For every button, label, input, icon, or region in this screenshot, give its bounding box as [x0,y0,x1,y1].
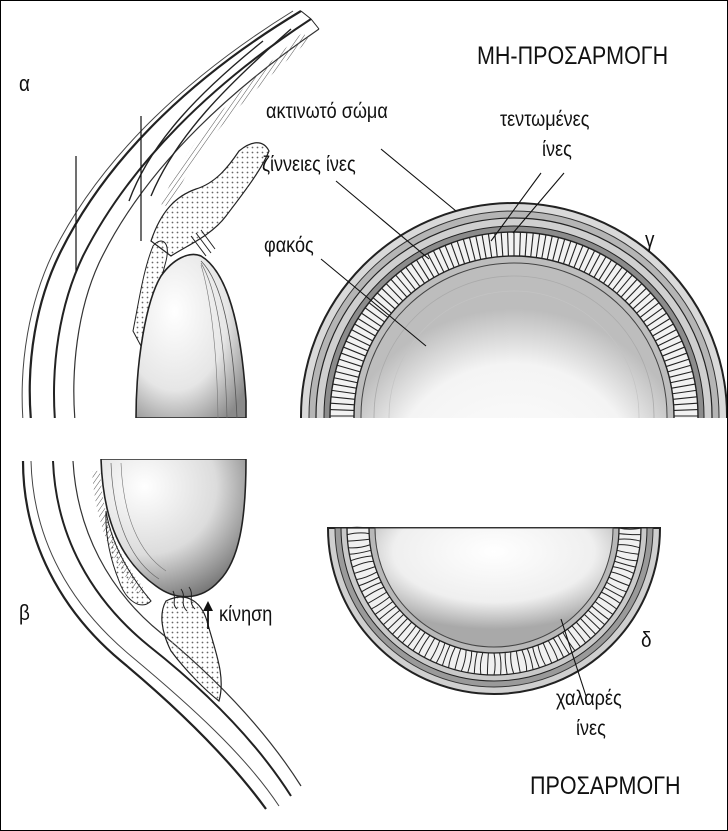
label-loose-fibers-line2: ίνες [576,717,606,741]
title-not-accommodated: ΜΗ-ΠΡΟΣΑΡΜΟΓΗ [477,42,668,71]
panel-label-d: δ [641,627,652,653]
label-zonule-fibers: ζίννειες ίνες [262,153,356,177]
panel-label-c: γ [645,227,654,253]
label-taut-fibers-line1: τεντωμένες [500,108,589,132]
label-loose-fibers-line1: χαλαρές [556,687,622,711]
side-view-accommodated [23,459,301,809]
label-taut-fibers-line2: ίνες [542,138,572,162]
side-view-relaxed [22,11,319,421]
label-movement: κίνηση [219,603,272,627]
title-accommodated: ΠΡΟΣΑΡΜΟΓΗ [530,772,681,801]
panel-label-a: α [19,71,30,97]
label-lens: φακός [264,234,314,258]
front-view-accommodated [328,527,660,696]
panel-label-b: β [19,600,30,626]
label-ciliary-body: ακτινωτό σώμα [266,100,388,124]
